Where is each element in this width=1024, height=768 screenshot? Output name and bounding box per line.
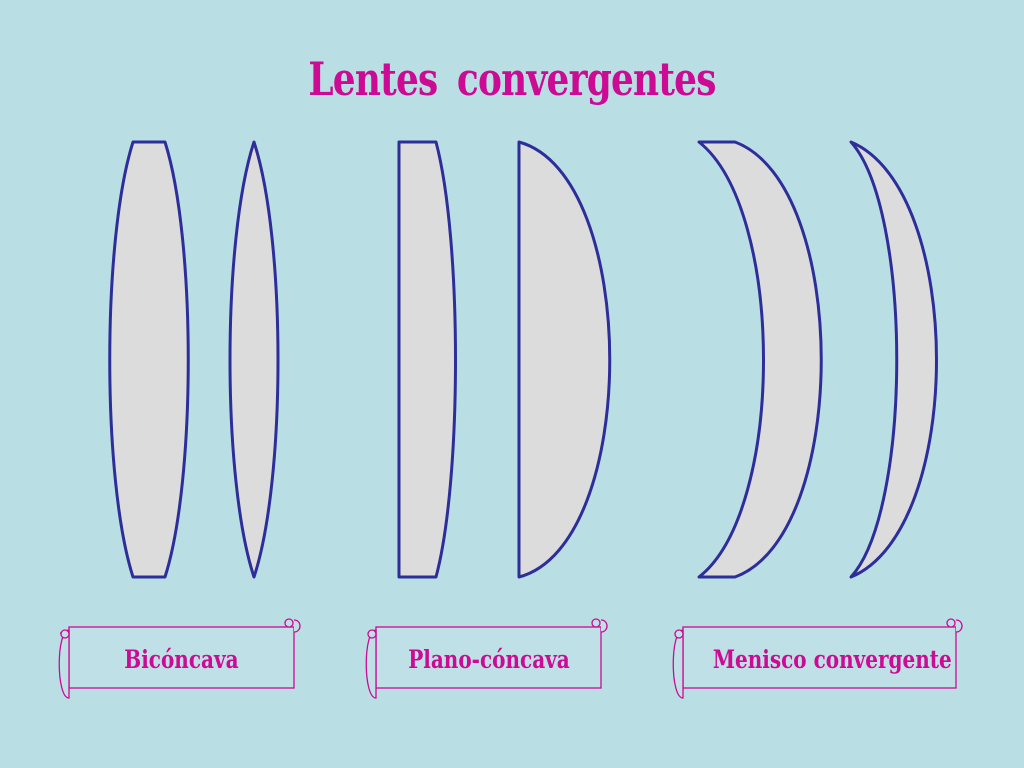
banner-meniscus xyxy=(672,618,963,699)
label-plano-text: Plano-cóncava xyxy=(407,645,570,674)
page-title: Lentes convergentes xyxy=(308,52,716,106)
label-meniscus-text: Menisco convergente xyxy=(712,645,952,674)
banner-biconvex xyxy=(58,618,301,699)
meniscus-lens-large xyxy=(697,140,823,579)
label-meniscus: Menisco convergente xyxy=(683,645,956,675)
label-biconvex: Bicóncava xyxy=(69,645,294,675)
plano-convex-lens-thick xyxy=(397,140,457,579)
label-biconvex-text: Bicóncava xyxy=(124,645,239,674)
biconvex-lens-thin xyxy=(228,140,280,579)
label-plano: Plano-cóncava xyxy=(376,645,601,675)
meniscus-lens-small xyxy=(849,140,938,579)
banner-plano xyxy=(365,618,608,699)
biconvex-lens-thick xyxy=(108,140,190,579)
plano-convex-lens-wide xyxy=(517,140,612,579)
